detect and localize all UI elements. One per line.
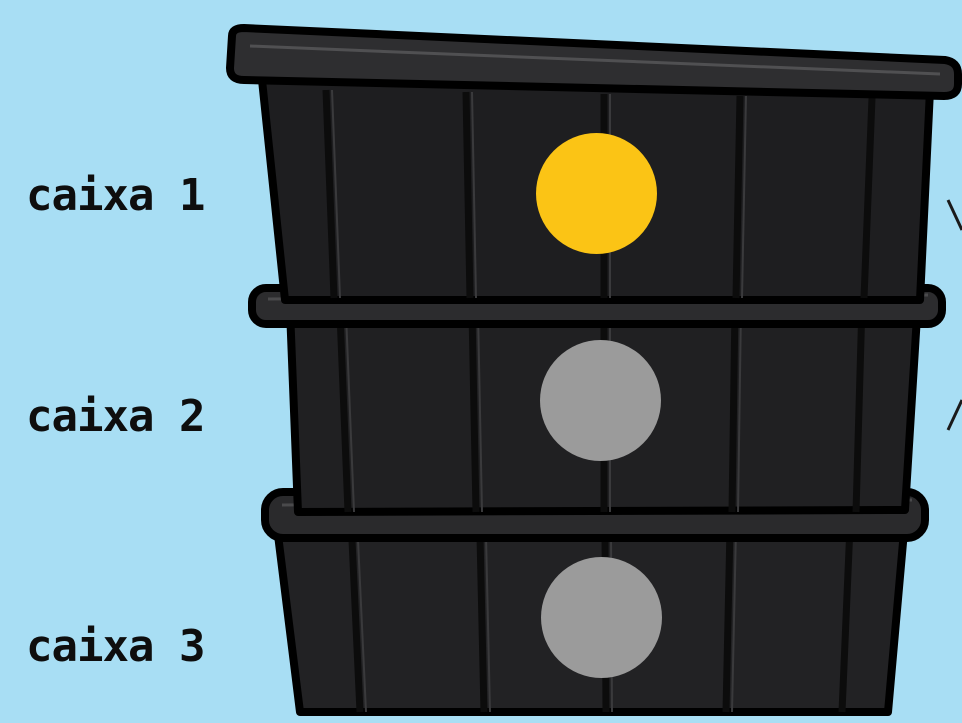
edge-marks xyxy=(948,200,962,430)
box-3-status-indicator xyxy=(541,557,662,678)
box-2-status-indicator xyxy=(540,340,661,461)
box-1-status-indicator xyxy=(536,133,657,254)
